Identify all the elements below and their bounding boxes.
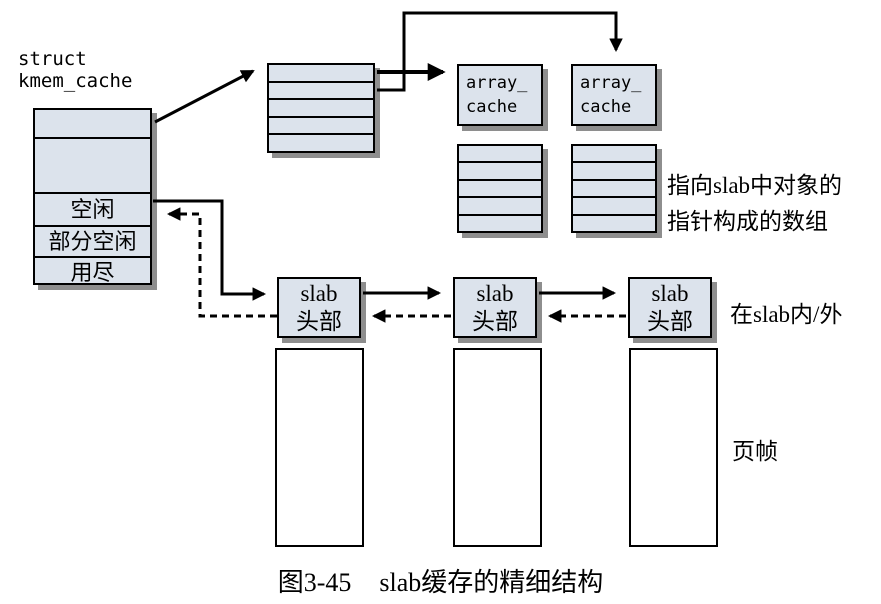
pointer-array-annotation: 指向slab中对象的 指针构成的数组 <box>667 173 843 234</box>
pointer-array-row <box>459 161 541 178</box>
pointer-array-row <box>459 196 541 213</box>
kmem-cache-row-partial: 部分空闲 <box>35 225 150 256</box>
percpu-row <box>269 80 373 99</box>
kmem-cache-row-full: 用尽 <box>35 256 150 287</box>
slab-header-box-2: slab 头部 <box>453 277 537 338</box>
kmem-cache-struct-label: struct kmem_cache <box>18 48 133 92</box>
object-pointer-array-box-1 <box>457 144 543 233</box>
figure-caption-number: 图3-45 <box>277 568 352 597</box>
arrow-slab1-to-free-dashed <box>166 207 277 318</box>
pointer-array-row <box>459 178 541 196</box>
array-cache-box-2: array_ cache <box>571 64 657 126</box>
object-pointer-array-box-2 <box>571 144 657 233</box>
pointer-array-row <box>459 146 541 161</box>
pointer-array-row <box>573 178 655 196</box>
arrow-free-to-slab1 <box>153 199 267 301</box>
pointer-array-row <box>573 146 655 161</box>
kmem-cache-box: 空闲 部分空闲 用尽 <box>33 108 152 285</box>
array-cache-box-1: array_ cache <box>457 64 543 126</box>
pointer-array-row <box>573 196 655 213</box>
percpu-row <box>269 133 373 151</box>
page-frame-box-1 <box>275 348 364 547</box>
percpu-pointer-array-box <box>267 63 375 153</box>
kmem-cache-row-empty-1 <box>35 110 150 137</box>
page-frame-annotation: 页帧 <box>732 439 778 464</box>
pointer-array-row <box>459 213 541 231</box>
percpu-row <box>269 115 373 134</box>
arrow-kmem-to-percpu <box>154 69 255 124</box>
figure-caption-title: slab缓存的精细结构 <box>379 568 604 597</box>
figure-caption: 图3-45 slab缓存的精细结构 <box>0 562 881 599</box>
page-frame-box-2 <box>453 348 542 547</box>
slab-header-box-3: slab 头部 <box>628 277 712 338</box>
pointer-array-row <box>573 213 655 231</box>
kmem-cache-row-free: 空闲 <box>35 192 150 225</box>
percpu-row <box>269 98 373 116</box>
slab-location-annotation: 在slab内/外 <box>730 302 843 327</box>
percpu-row <box>269 65 373 81</box>
page-frame-box-3 <box>629 348 718 547</box>
pointer-array-row <box>573 161 655 178</box>
slab-header-box-1: slab 头部 <box>277 277 361 338</box>
kmem-cache-row-empty-2 <box>35 137 150 192</box>
